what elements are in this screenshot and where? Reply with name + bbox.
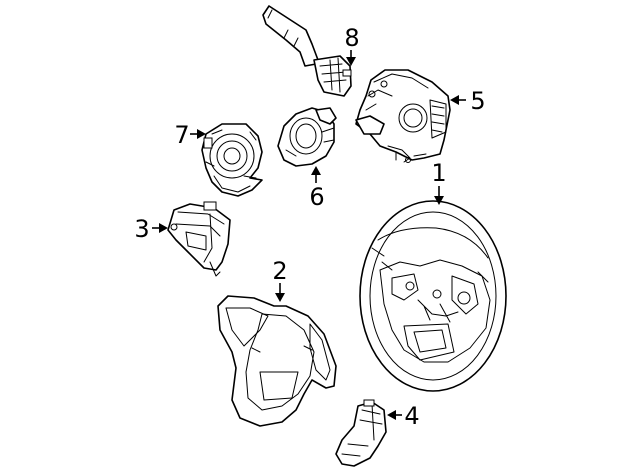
part-8-stalk-switch <box>262 5 352 97</box>
callout-labels: 1 2 3 4 5 6 7 8 <box>134 24 485 430</box>
callout-8: 8 <box>344 24 359 52</box>
callout-1: 1 <box>431 159 446 187</box>
callout-5: 5 <box>470 87 485 115</box>
part-6-sensor-module <box>277 107 337 167</box>
part-5-switch-housing <box>355 69 451 163</box>
callout-3: 3 <box>134 215 149 243</box>
part-7-clock-spring <box>201 123 263 197</box>
part-3-switch-module <box>167 201 231 277</box>
callout-4: 4 <box>404 402 419 430</box>
callout-2: 2 <box>272 257 287 285</box>
callout-7: 7 <box>174 121 189 149</box>
callout-6: 6 <box>309 183 324 211</box>
part-2-trim-bezel <box>217 295 337 427</box>
part-1-steering-wheel <box>359 200 507 392</box>
leader-lines <box>152 50 466 420</box>
part-4-connector-switch <box>335 399 387 467</box>
